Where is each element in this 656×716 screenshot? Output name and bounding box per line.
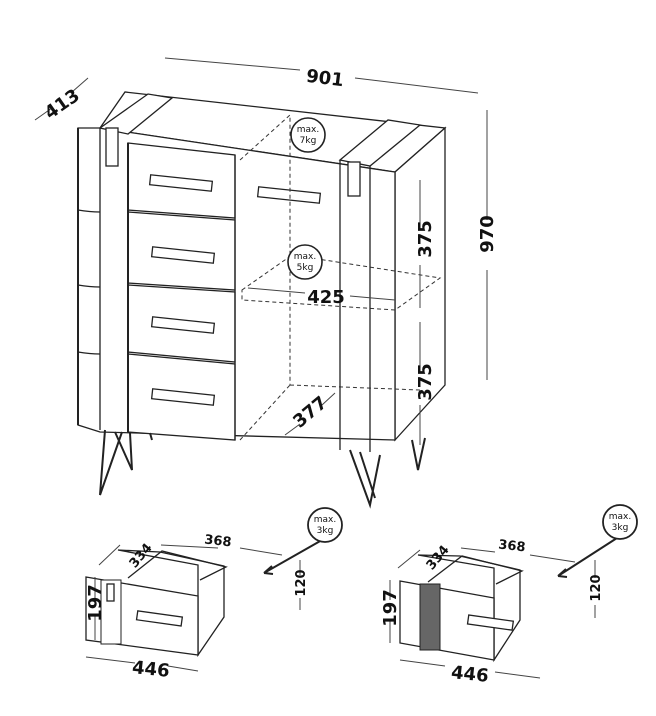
drawer-1-front-height: 197	[85, 584, 106, 622]
svg-text:max.: max.	[294, 252, 316, 262]
svg-text:7kg: 7kg	[300, 136, 317, 146]
drawer-2-inner-height: 120	[589, 574, 604, 601]
cabinet-legs	[99, 429, 426, 509]
width-label: 901	[305, 66, 345, 91]
shelf-width-label: 425	[307, 287, 345, 308]
drawer-1-inner-height: 120	[294, 569, 309, 596]
drawer-load-line2: 3kg	[612, 523, 629, 533]
cabinet	[77, 91, 447, 509]
drawer-detail-1: max. 3kg	[85, 507, 343, 672]
open-compartment	[234, 113, 442, 452]
cabinet-dimension-lines	[34, 57, 488, 445]
drawer-load-line1: max.	[314, 515, 336, 525]
drawer-detail-2: max. 3kg	[389, 504, 638, 679]
top-load-badge: max. 7kg	[290, 117, 326, 153]
drawer-2-front-height: 197	[380, 589, 401, 627]
depth-label: 413	[41, 85, 84, 124]
upper-compartment-height-label: 375	[415, 220, 436, 258]
drawer-2-inner-width: 368	[498, 538, 527, 556]
svg-text:max.: max.	[297, 125, 319, 135]
drawer-load-line1: max.	[609, 512, 631, 522]
left-strap-clip	[105, 127, 119, 167]
left-side-panel	[77, 128, 101, 430]
drawer-1-inner-width: 368	[204, 533, 233, 551]
shelf-load-badge: max. 5kg	[287, 244, 323, 280]
right-strap-clip	[347, 161, 361, 197]
svg-text:5kg: 5kg	[297, 263, 314, 273]
drawer-load-line2: 3kg	[317, 526, 334, 536]
drawer-2-front-width: 446	[450, 662, 490, 687]
drawer-1-front-width: 446	[131, 657, 171, 682]
drawer-handles	[148, 174, 322, 406]
height-label: 970	[477, 215, 498, 253]
lower-compartment-height-label: 375	[415, 363, 436, 401]
left-top-strap	[98, 93, 174, 135]
